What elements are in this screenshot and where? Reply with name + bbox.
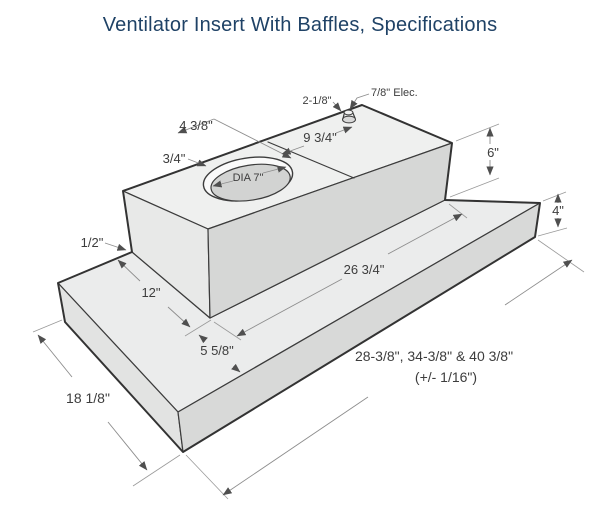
flange-body: [57, 199, 541, 453]
dim-flange-height: 4": [537, 191, 568, 237]
dim-body-width-label: 26 3/4": [344, 262, 385, 277]
dim-collar-height-label: 3/4": [163, 151, 186, 166]
dim-flange-height-label: 4": [552, 203, 564, 218]
dim-lip-label: 1/2": [81, 235, 104, 250]
dim-overall-width: 28-3/8", 34-3/8" & 40 3/8" (+/- 1/16"): [185, 239, 585, 500]
electrical-knockout: [342, 109, 356, 124]
duct-collar: [202, 156, 294, 202]
dim-elec-knockout: 7/8" Elec.: [349, 87, 418, 110]
dim-lip: 1/2": [81, 235, 127, 251]
duct-hole: [210, 163, 291, 202]
dim-knockout-offset-label: 2-1/8": [303, 95, 332, 107]
dim-front-border: 5 5/8": [198, 334, 241, 373]
dim-duct-diameter-label: DIA 7": [233, 172, 264, 184]
dim-flange-depth: 18 1/8": [32, 319, 181, 487]
dim-collar-height: 3/4": [163, 151, 207, 167]
knockout-base: [342, 115, 356, 124]
dim-knockout-offset: 2-1/8": [303, 95, 342, 112]
dim-body-depth: 12": [117, 259, 212, 337]
dim-flange-depth-label: 18 1/8": [66, 390, 110, 406]
dim-front-border-label: 5 5/8": [200, 343, 234, 358]
dim-overall-width-label: 28-3/8", 34-3/8" & 40 3/8": [355, 348, 513, 364]
dim-duct-diameter: DIA 7": [212, 165, 287, 188]
knockout-plug: [343, 109, 354, 116]
dim-body-width: 26 3/4": [213, 203, 468, 341]
dim-collar-offset: 4 3/8": [177, 118, 292, 159]
dim-collar-offset-label: 4 3/8": [179, 118, 213, 133]
dim-body-height-label: 6": [487, 145, 499, 160]
dim-elec-knockout-label: 7/8" Elec.: [371, 87, 418, 99]
dim-duct-to-knockout-label: 9 3/4": [303, 130, 337, 145]
object-outline: [57, 104, 541, 453]
dim-body-height: 6": [449, 123, 499, 198]
dim-duct-to-knockout: 9 3/4": [281, 126, 353, 155]
page-title: Ventilator Insert With Baffles, Specific…: [102, 14, 498, 36]
dim-tolerance-label: (+/- 1/16"): [415, 369, 477, 385]
dim-body-depth-label: 12": [141, 285, 160, 300]
